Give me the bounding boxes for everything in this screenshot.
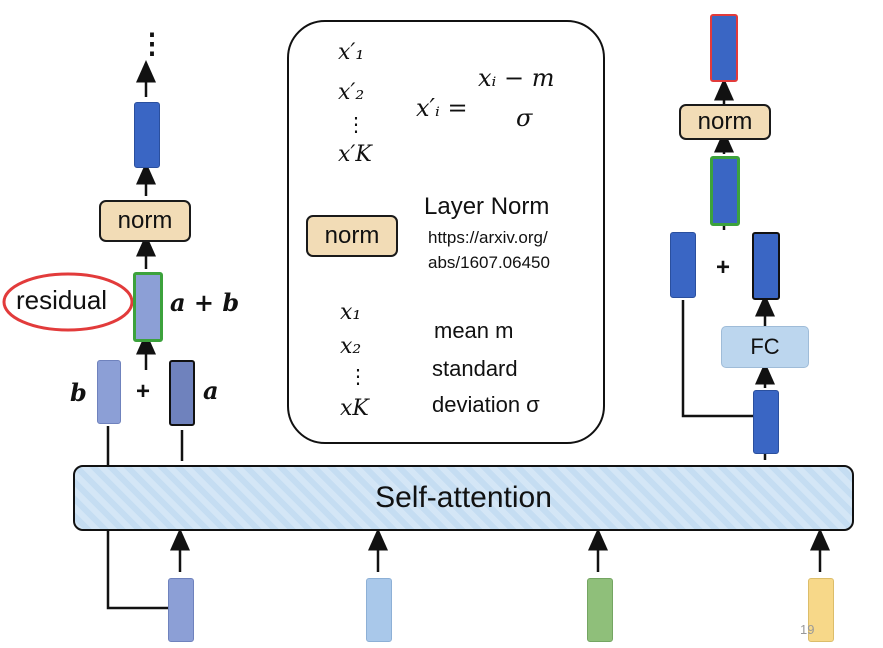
residual-label: residual bbox=[16, 285, 108, 315]
sum-vector bbox=[133, 272, 163, 342]
paper-link-line2: abs/1607.06450 bbox=[428, 253, 550, 272]
ellipsis-icon: ⋮ bbox=[138, 27, 166, 60]
a-label: a bbox=[203, 376, 219, 405]
formula-numerator: xᵢ − m bbox=[478, 64, 555, 92]
mean-label: mean m bbox=[434, 318, 514, 343]
right-input-vector bbox=[753, 390, 779, 454]
panel-norm-box: norm bbox=[306, 215, 398, 257]
output-x1: x′₁ bbox=[338, 40, 365, 65]
plus-sign-left: + bbox=[136, 378, 151, 405]
input-vector-1 bbox=[168, 578, 194, 642]
right-norm-box: norm bbox=[679, 104, 771, 140]
input-x2: x₂ bbox=[340, 334, 362, 359]
a-vector bbox=[169, 360, 195, 426]
input-dots: ⋮ bbox=[348, 364, 368, 388]
fc-label: FC bbox=[750, 334, 780, 359]
left-norm-box: norm bbox=[99, 200, 191, 242]
panel-norm-label: norm bbox=[324, 222, 380, 249]
right-norm-label: norm bbox=[697, 108, 753, 135]
output-x2: x′₂ bbox=[338, 80, 365, 105]
self-attention-block: Self-attention bbox=[73, 465, 854, 531]
input-vector-4 bbox=[808, 578, 834, 642]
formula-denominator: σ bbox=[516, 104, 533, 132]
self-attention-label: Self-attention bbox=[375, 481, 552, 514]
fc-output-vector bbox=[752, 232, 780, 300]
formula-lhs: x′ᵢ = bbox=[416, 94, 468, 122]
sum-label: a + b bbox=[170, 288, 240, 317]
page-number: 19 bbox=[800, 622, 815, 637]
right-sum-vector bbox=[710, 156, 740, 226]
paper-link-line1: https://arxiv.org/ bbox=[428, 228, 548, 247]
std-label-line1: standard bbox=[432, 356, 518, 381]
input-xK: xK bbox=[340, 396, 369, 421]
right-output-vector bbox=[710, 14, 738, 82]
output-dots: ⋮ bbox=[346, 112, 366, 136]
right-residual-vector bbox=[670, 232, 696, 298]
plus-sign-right: + bbox=[716, 254, 731, 281]
input-vector-3 bbox=[587, 578, 613, 642]
output-xK: x′K bbox=[338, 142, 372, 167]
input-vector-2 bbox=[366, 578, 392, 642]
std-label-line2: deviation σ bbox=[432, 392, 540, 417]
fc-box: FC bbox=[721, 326, 809, 368]
b-vector bbox=[97, 360, 121, 424]
left-norm-label: norm bbox=[117, 207, 173, 234]
input-x1: x₁ bbox=[340, 300, 362, 325]
left-output-vector bbox=[134, 102, 160, 168]
residual-circle bbox=[2, 272, 134, 332]
layer-norm-label: Layer Norm bbox=[424, 193, 550, 220]
b-label: b bbox=[70, 378, 87, 407]
